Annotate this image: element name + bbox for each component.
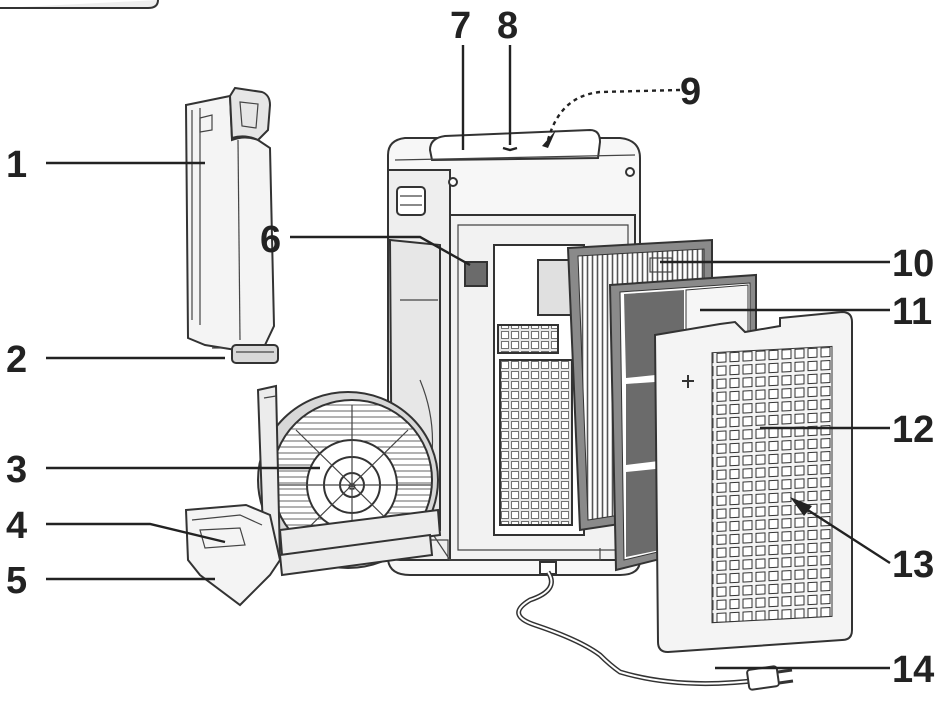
label-5: 5 [6, 560, 27, 602]
label-6: 6 [260, 219, 281, 261]
label-14: 14 [892, 649, 934, 691]
corner-tab-shape [0, 0, 159, 9]
leader-13 [799, 503, 891, 565]
water-tank [184, 86, 279, 364]
label-12: 12 [892, 409, 934, 451]
label-2: 2 [6, 339, 27, 381]
label-3: 3 [6, 449, 27, 491]
power-cord [516, 570, 794, 691]
label-11: 11 [892, 291, 932, 333]
label-9: 9 [680, 71, 701, 113]
label-13: 13 [892, 544, 934, 586]
leader-6 [290, 235, 471, 267]
leader-4 [46, 522, 226, 544]
leader-9 [546, 88, 681, 141]
callout-labels: 1 2 3 4 5 6 7 8 9 10 11 12 13 14 [6, 5, 934, 691]
label-4: 4 [6, 505, 27, 547]
leader-lines [46, 45, 891, 670]
label-8: 8 [497, 5, 518, 47]
front-panel [653, 310, 853, 654]
water-tray [184, 384, 442, 607]
label-1: 1 [6, 144, 27, 186]
sensor-window [464, 261, 488, 287]
label-10: 10 [892, 243, 934, 285]
label-7: 7 [450, 5, 471, 47]
